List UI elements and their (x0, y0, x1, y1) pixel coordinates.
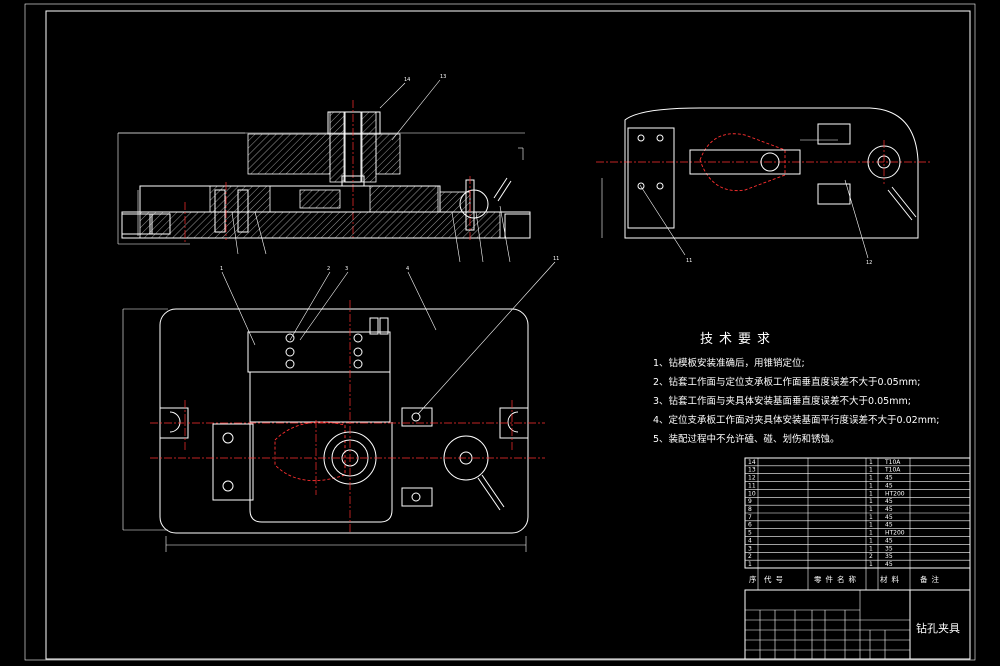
tech-req-item-3: 3、钻套工作面与夹具体安装基面垂直度误差不大于0.05mm; (653, 395, 911, 407)
auxiliary-view: 11 12 (596, 107, 930, 266)
tech-req-item-2: 2、钻套工作面与定位支承板工作面垂直度误差不大于0.05mm; (653, 376, 920, 388)
bom-row-material: HT200 (885, 530, 905, 537)
bom-row-material: 45 (885, 506, 893, 513)
tech-req-item-4: 4、定位支承板工作面对夹具体安装基面平行度误差不大于0.02mm; (653, 414, 939, 426)
bom-row-material: 45 (885, 537, 893, 544)
bom-row-no: 5 (748, 530, 752, 537)
bom-row-material: T10A (884, 459, 901, 466)
front-section-view: 14 13 (117, 74, 531, 263)
bom-row-qty: 1 (869, 482, 873, 489)
bom-row-material: 35 (885, 553, 893, 560)
bom-row-material: 35 (885, 545, 893, 552)
callout-aux-12: 12 (866, 260, 872, 266)
bom-row-qty: 1 (869, 545, 873, 552)
plan-view: 1 2 3 4 11 (122, 256, 559, 552)
bom-row-qty: 1 (869, 530, 873, 537)
callout-14: 14 (404, 77, 410, 83)
bom-row-qty: 2 (869, 553, 873, 560)
technical-requirements: 技术要求 1、钻模板安装准确后，用锥销定位; 2、钻套工作面与定位支承板工作面垂… (653, 332, 939, 445)
tech-req-item-5: 5、装配过程中不允许磕、碰、划伤和锈蚀。 (653, 433, 840, 445)
bom-row-qty: 1 (869, 490, 873, 497)
bom-header-name: 零件名称 (814, 574, 860, 584)
title-block: 钻孔夹具 (744, 589, 971, 660)
bom-row-qty: 1 (869, 498, 873, 505)
bom-row-no: 11 (748, 482, 756, 489)
bom-row-qty: 1 (869, 506, 873, 513)
callout-11: 11 (553, 256, 559, 262)
bom-row-no: 14 (748, 459, 756, 466)
bom-row-qty: 1 (869, 537, 873, 544)
bom-row-no: 6 (748, 522, 752, 529)
bom-row-qty: 1 (869, 561, 873, 568)
bom-row-material: 45 (885, 514, 893, 521)
bom-row-material: HT200 (885, 490, 905, 497)
callout-13: 13 (440, 74, 446, 80)
bom-row-qty: 1 (869, 514, 873, 521)
bom-row-no: 10 (748, 490, 756, 497)
bom-row-material: 45 (885, 561, 893, 568)
tech-req-item-1: 1、钻模板安装准确后，用锥销定位; (653, 357, 805, 369)
bom-row-qty: 1 (869, 522, 873, 529)
bom-row-no: 8 (748, 506, 752, 513)
callout-2: 2 (327, 266, 330, 272)
bom-row-qty: 1 (869, 475, 873, 482)
bom-row-qty: 1 (869, 467, 873, 474)
inner-border (45, 10, 971, 660)
bom-header-code: 代号 (764, 574, 787, 584)
bom-row-no: 7 (748, 514, 752, 521)
bom-header-no: 序 (749, 574, 761, 584)
callout-4: 4 (406, 266, 409, 272)
bom-row-no: 13 (748, 467, 756, 474)
bom-row-material: 45 (885, 522, 893, 529)
bom-header-remark: 备注 (920, 574, 943, 584)
bom-row-no: 1 (748, 561, 752, 568)
bom-row-no: 9 (748, 498, 752, 505)
tech-req-title: 技术要求 (700, 332, 776, 347)
bom-row-no: 4 (748, 537, 752, 544)
outer-border (24, 3, 976, 661)
bom-row-material: 45 (885, 482, 893, 489)
bom-row-material: T10A (884, 467, 901, 474)
bom-header-material: 材料 (880, 574, 903, 584)
drawing-title: 钻孔夹具 (916, 621, 960, 635)
bom-row-material: 45 (885, 498, 893, 505)
bom-row-no: 12 (748, 475, 756, 482)
callout-aux-11: 11 (686, 258, 692, 264)
bom-row-no: 3 (748, 545, 752, 552)
bom-row-material: 45 (885, 475, 893, 482)
bom-row-no: 2 (748, 553, 752, 560)
callout-3: 3 (345, 266, 348, 272)
bom-row-qty: 1 (869, 459, 873, 466)
callout-1: 1 (220, 266, 223, 272)
